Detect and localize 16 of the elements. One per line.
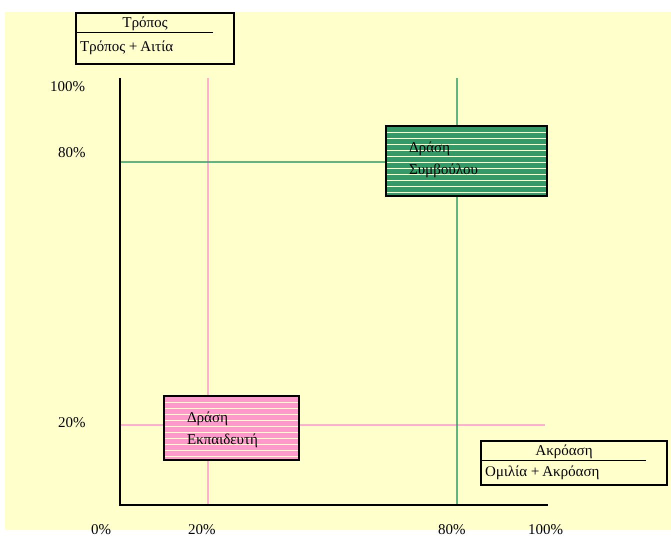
- axis-subtitle: Ομιλία + Ακρόαση: [485, 464, 600, 481]
- action-box: [385, 125, 548, 197]
- action-box: [163, 395, 300, 461]
- x-tick-label: 100%: [528, 522, 563, 539]
- box-label: Δράση Εκπαιδευτή: [187, 409, 259, 450]
- y-tick-label: 80%: [58, 145, 86, 162]
- x-tick-label: 20%: [188, 522, 216, 539]
- x-tick-label: 80%: [438, 522, 466, 539]
- axis-title-box: [75, 12, 235, 65]
- axis-subtitle: Τρόπος + Αιτία: [80, 39, 174, 56]
- y-tick-label: 100%: [50, 79, 85, 96]
- y-tick-label: 20%: [58, 415, 86, 432]
- axis-title: Ακρόαση: [482, 443, 646, 461]
- axis-title-box: [480, 440, 668, 486]
- axis-title: Τρόπος: [77, 15, 213, 33]
- x-tick-label: 0%: [91, 522, 111, 539]
